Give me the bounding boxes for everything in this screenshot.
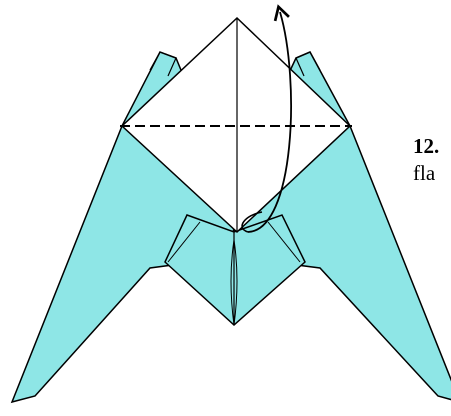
step-number: 12. bbox=[413, 133, 451, 160]
lower-body bbox=[165, 215, 305, 325]
step-caption: fla bbox=[413, 160, 451, 187]
step-instruction: 12. fla bbox=[413, 133, 451, 187]
